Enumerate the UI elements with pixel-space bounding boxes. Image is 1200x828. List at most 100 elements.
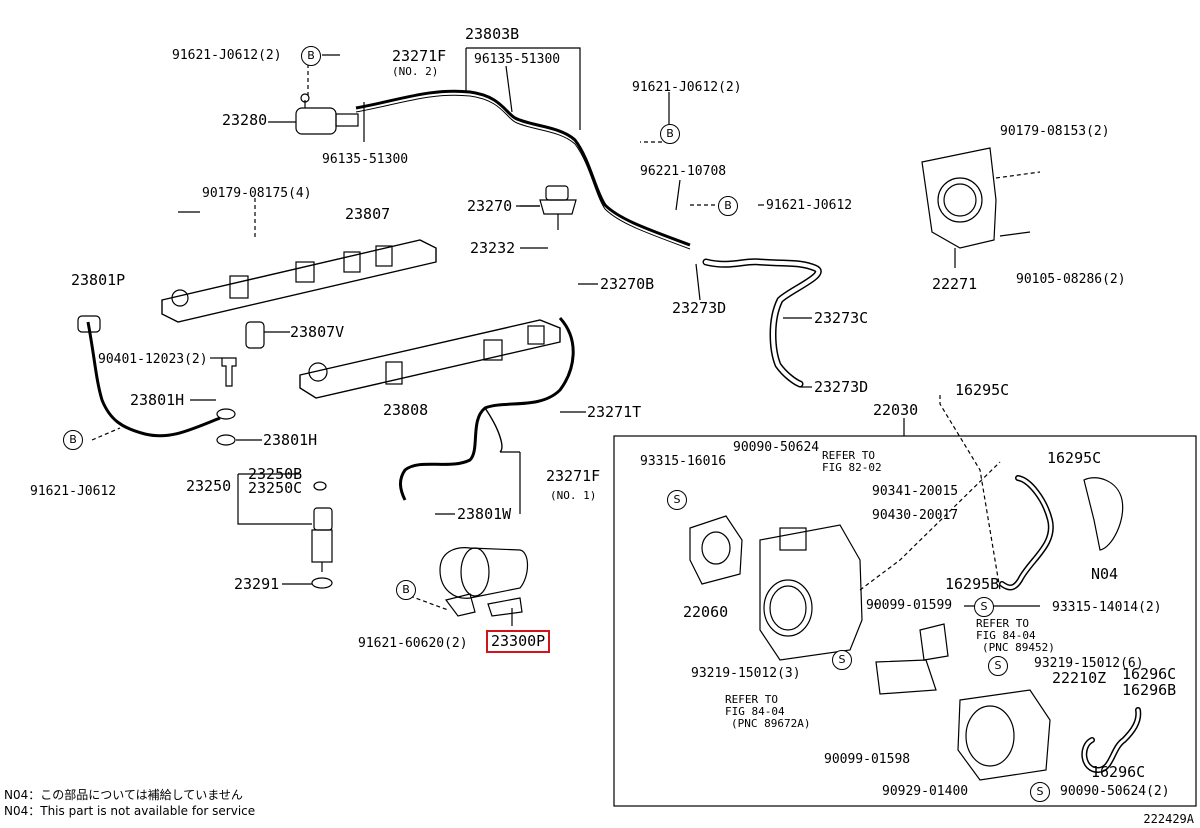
part-label-90099-01598: 90099-01598 [824,752,911,767]
part-label-90179-08175: 90179-08175(4) [202,186,312,201]
part-label-23300P-highlighted[interactable]: 23300P [486,630,551,653]
part-label-90401-12023: 90401-12023(2) [98,352,208,367]
part-label-93219-15012-6: 93219-15012(6) [1034,656,1144,671]
gasket-22271 [921,147,997,249]
bolt-marker-b: B [718,196,738,216]
fuel-filter-23300P [439,547,529,617]
part-label-93219-15012-3: 93219-15012(3) [691,666,801,681]
part-label-22060: 22060 [683,603,729,621]
part-label-91621-60620: 91621-60620(2) [358,636,468,651]
part-note-no2: (NO. 2) [392,65,439,78]
refer-to-84-04-a: REFER TO [976,617,1029,630]
diagram-code: 222429A [1143,812,1194,826]
part-label-23250C: 23250C [248,479,303,497]
part-label-23801W: 23801W [457,505,512,523]
part-label-23803B: 23803B [465,25,520,43]
seal-marker-s: S [988,656,1008,676]
bolt-marker-b: B [301,46,321,66]
part-label-96135-51300-a: 96135-51300 [474,52,561,67]
part-label-16295B: 16295B [945,575,1000,593]
seal-marker-s: S [667,490,687,510]
bolt-90401-12023 [221,357,237,387]
part-label-22210Z: 22210Z [1052,669,1107,687]
part-label-90430-20017: 90430-20017 [872,508,959,523]
part-label-23250: 23250 [186,477,232,495]
bolt-marker-b: B [396,580,416,600]
part-label-90099-01599: 90099-01599 [866,598,953,613]
injector-23250 [311,507,333,572]
part-label-23250B: 23250B [248,465,303,483]
bracket-23250 [237,474,312,525]
cushion-23807V [245,321,265,349]
part-label-22271: 22271 [932,275,978,293]
sensor-22060 [689,515,743,585]
part-label-91621-J0612-left: 91621-J0612 [30,484,117,499]
part-label-96135-51300-b: 96135-51300 [322,152,409,167]
part-label-23273D-a: 23273D [672,299,727,317]
part-label-90090-50624-2: 90090-50624(2) [1060,784,1170,799]
part-label-91621-J0612-2-top: 91621-J0612(2) [172,48,282,63]
fig-84-04-b: FIG 84-04 [725,705,785,718]
bolt-marker-b: B [660,124,680,144]
part-label-90929-01400: 90929-01400 [882,784,969,799]
part-label-16295C-a: 16295C [955,381,1010,399]
part-label-23801H-a: 23801H [130,391,185,409]
part-label-23280: 23280 [222,111,268,129]
pressure-regulator-23280 [295,93,359,135]
part-label-93315-16016: 93315-16016 [640,454,727,469]
part-label-23271T: 23271T [587,403,642,421]
fig-84-04-a: FIG 84-04 [976,629,1036,642]
part-label-91621-J0612: 91621-J0612 [766,198,853,213]
footnote-english: N04：This part is not available for servi… [4,804,256,818]
return-pipe [355,89,691,247]
part-label-23807V: 23807V [290,323,345,341]
pulsation-damper-23270 [539,185,577,230]
part-label-23801H-b: 23801H [263,431,318,449]
part-label-23271F-no1: 23271F [546,467,601,485]
part-label-16296B: 16296B [1122,681,1177,699]
part-label-16296C-b: 16296C [1091,763,1146,781]
isc-valve-22210Z [957,689,1051,781]
pnc-89452: (PNC 89452) [982,641,1055,654]
footnote-japanese: N04：この部品については補給していません [4,788,243,802]
delivery-pipe-23807 [161,239,437,323]
part-label-91621-J0612-2-right: 91621-J0612(2) [632,80,742,95]
bolt-marker-b: B [63,430,83,450]
part-label-16295C-b: 16295C [1047,449,1102,467]
delivery-pipe-23808 [299,319,561,399]
hose-23273C [702,258,822,388]
seal-marker-s: S [974,597,994,617]
part-label-23273C: 23273C [814,309,869,327]
part-label-96221-10708: 96221-10708 [640,164,727,179]
leader-23803B [466,47,581,130]
refer-to-84-04-b: REFER TO [725,693,778,706]
part-label-23801P: 23801P [71,271,126,289]
part-label-23291: 23291 [234,575,280,593]
throttle-body-22030 [759,524,863,661]
part-label-90179-08153: 90179-08153(2) [1000,124,1110,139]
part-label-90341-20015: 90341-20015 [872,484,959,499]
seal-marker-s: S [832,650,852,670]
part-label-23808: 23808 [383,401,429,419]
seal-marker-s: S [1030,782,1050,802]
throttle-body-group-box [613,435,1197,807]
refer-to-82-02: REFER TO [822,449,875,462]
part-label-23273D-b: 23273D [814,378,869,396]
part-label-23271F-no2: 23271F [392,47,447,65]
part-label-93315-14014: 93315-14014(2) [1052,600,1162,615]
fuel-pipe-23271F-no1 [399,316,575,501]
part-label-23270B: 23270B [600,275,655,293]
part-label-23270: 23270 [467,197,513,215]
part-label-16296C-a: 16296C [1122,665,1177,683]
part-label-22030: 22030 [873,401,919,419]
fig-82-02: FIG 82-02 [822,461,882,474]
pipe-23801P [86,321,221,438]
pnc-89672A: (PNC 89672A) [731,717,811,730]
part-label-n04: N04 [1091,565,1119,583]
part-label-90090-50624: 90090-50624 [733,440,820,455]
part-label-90105-08286: 90105-08286(2) [1016,272,1126,287]
part-note-no1: (NO. 1) [550,489,597,502]
part-label-23232: 23232 [470,239,516,257]
